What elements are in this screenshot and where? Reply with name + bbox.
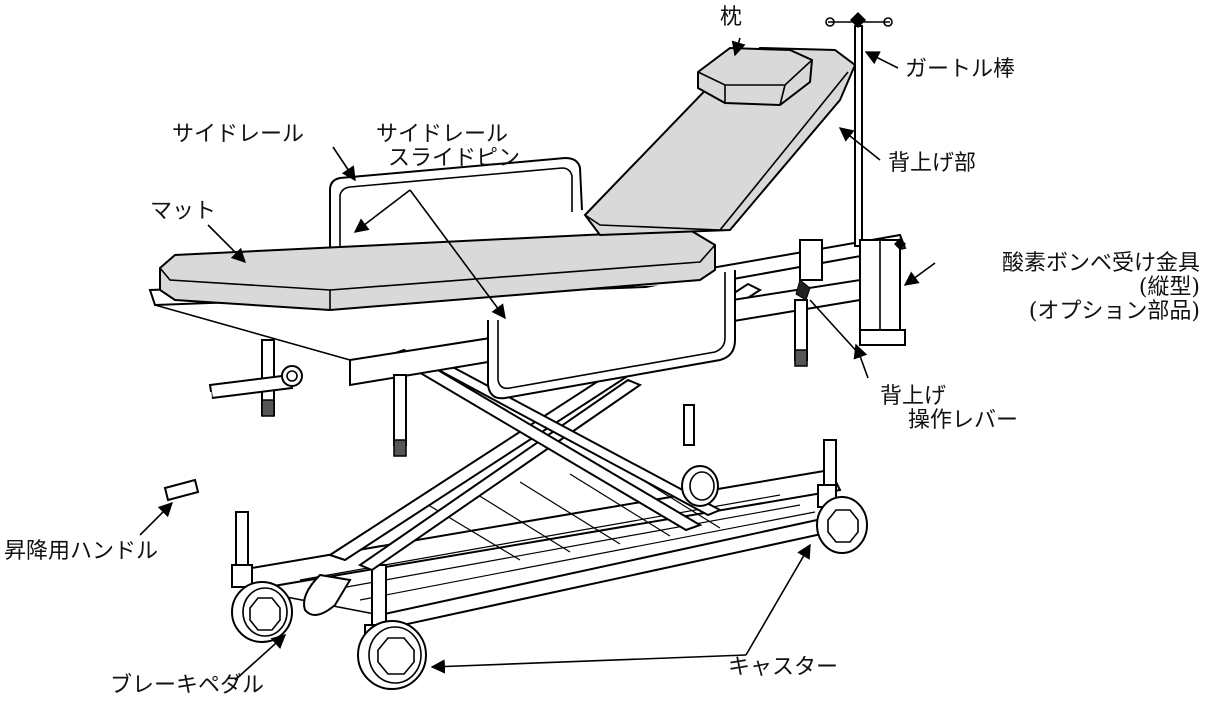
leader-back-lever [853, 343, 869, 379]
label-side-rail-slide-pin: サイドレール スライドピン [376, 122, 521, 171]
brake-pedal [303, 573, 352, 616]
leader-oxygen-holder [903, 262, 936, 286]
label-back-lever: 背上げ 操作レバー [880, 384, 1019, 433]
side-rail-front [487, 270, 736, 400]
leader-caster-back [745, 543, 811, 656]
leader-backrest [838, 127, 881, 161]
label-mat: マット [150, 199, 217, 224]
oxygen-holder [859, 238, 906, 346]
caster-back-right [816, 484, 868, 554]
label-brake-pedal: ブレーキペダル [110, 673, 265, 698]
leader-mat [207, 224, 247, 264]
label-casters: キャスター [728, 655, 839, 680]
leader-pillow [731, 37, 746, 57]
side-rail-left [329, 156, 583, 250]
label-side-rail: サイドレール [172, 122, 305, 147]
label-oxygen-holder: 酸素ボンベ受け金具 (縦型) (オプション部品) [1001, 251, 1200, 324]
label-lift-handle: 昇降用ハンドル [4, 539, 159, 564]
caster-front-left [231, 564, 293, 643]
leader-lines [139, 37, 936, 681]
mattress [159, 228, 716, 312]
leader-gatch-rod [864, 51, 899, 69]
iv-pole [825, 12, 893, 247]
leader-caster-front [430, 654, 747, 674]
leader-side-rail [332, 146, 356, 182]
label-backrest: 背上げ部 [888, 151, 977, 176]
back-lever [795, 239, 861, 356]
leader-brake-pedal [234, 634, 287, 681]
leader-lift-handle [139, 501, 174, 536]
label-gatch-rod: ガートル棒 [905, 57, 1016, 82]
backrest [583, 46, 857, 237]
leader-slide-pin-b [409, 189, 506, 320]
casters [231, 465, 868, 690]
leader-slide-pin-a [353, 189, 411, 233]
caster-front-right [357, 620, 427, 690]
label-pillow: 枕 [720, 5, 743, 30]
caster-back-middle [681, 465, 719, 507]
crank-handle [163, 365, 303, 502]
